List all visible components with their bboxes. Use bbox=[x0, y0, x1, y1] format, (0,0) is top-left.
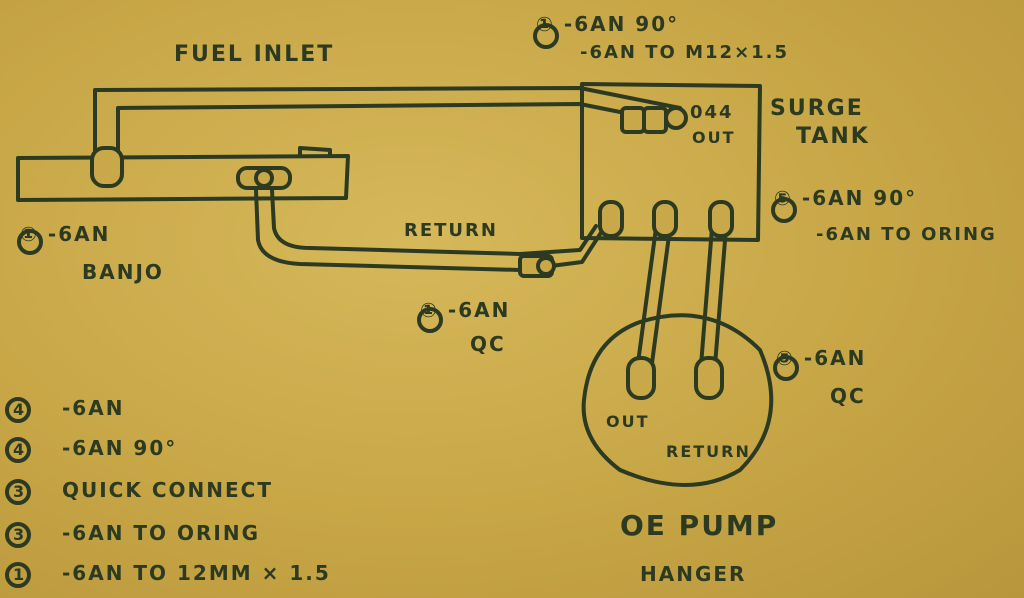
return-label: RETURN bbox=[404, 220, 498, 241]
surge-fitting-label-1: ① -6AN 90° bbox=[536, 12, 680, 36]
fuel-rail-notch bbox=[298, 146, 332, 158]
hanger-tube-out bbox=[634, 226, 672, 380]
parts-list-item-4: -6AN TO ORING bbox=[62, 521, 261, 545]
parts-list-circle-5 bbox=[5, 562, 31, 588]
callout-circle-return-90 bbox=[771, 197, 797, 223]
fuel-inlet-tube-outer bbox=[93, 86, 682, 162]
hanger-out-label: OUT bbox=[606, 412, 650, 431]
callout-circle-surge-90 bbox=[533, 23, 559, 49]
parts-list-qty-4: 3 bbox=[13, 525, 27, 544]
hanger-label: HANGER bbox=[640, 562, 747, 586]
return-quick-connect-port bbox=[536, 256, 556, 276]
banjo-label-1: ① -6AN bbox=[20, 222, 111, 246]
surge-inlet-fitting-1 bbox=[620, 106, 646, 134]
surge-port-3 bbox=[708, 200, 734, 238]
qc-right-label-2: QC bbox=[830, 384, 866, 408]
hanger-port-out bbox=[626, 356, 656, 400]
hanger-tube-return bbox=[698, 226, 728, 380]
surge-inlet-fitting-2 bbox=[642, 106, 668, 134]
surge-tank bbox=[580, 82, 762, 242]
rail-return-port bbox=[254, 168, 274, 188]
parts-list-item-3: QUICK CONNECT bbox=[62, 478, 273, 502]
surge-044-port bbox=[664, 106, 688, 130]
port-044-label: 044 bbox=[690, 102, 734, 123]
parts-list-circle-3 bbox=[5, 479, 31, 505]
fuel-inlet-label: FUEL INLET bbox=[174, 42, 335, 67]
surge-port-2 bbox=[652, 200, 678, 238]
return-fitting-label-2: -6AN TO ORING bbox=[816, 224, 997, 245]
parts-list-qty-2: 4 bbox=[13, 440, 27, 459]
parts-list-circle-1 bbox=[5, 397, 31, 423]
surge-fitting-label-2: -6AN TO M12×1.5 bbox=[580, 42, 790, 63]
surge-label: SURGE bbox=[770, 96, 864, 121]
callout-circle-qc-right bbox=[773, 355, 799, 381]
qc-small-label-1: ① -6AN bbox=[420, 298, 511, 322]
parts-list-item-1: -6AN bbox=[62, 396, 125, 420]
hanger-port-return bbox=[694, 356, 724, 400]
return-fitting-label-1: ⑤ -6AN 90° bbox=[774, 186, 918, 210]
parts-list-circle-2 bbox=[5, 437, 31, 463]
parts-list-qty-1: 4 bbox=[13, 400, 27, 419]
return-tube-outer bbox=[254, 188, 606, 272]
pump-hanger bbox=[581, 313, 774, 487]
parts-list-qty-3: 3 bbox=[13, 482, 27, 501]
port-out-label: OUT bbox=[692, 128, 736, 147]
fuel-inlet-tube-inner bbox=[116, 102, 682, 162]
parts-list-item-5: -6AN TO 12MM × 1.5 bbox=[62, 561, 331, 585]
parts-list-item-2: -6AN 90° bbox=[62, 436, 178, 460]
tank-label: TANK bbox=[796, 124, 870, 149]
surge-port-1 bbox=[598, 200, 624, 238]
callout-circle-qc-small bbox=[417, 307, 443, 333]
fuel-rail bbox=[16, 154, 350, 202]
return-tube-inner bbox=[270, 188, 598, 256]
banjo-fitting bbox=[90, 146, 124, 188]
parts-list-qty-5: 1 bbox=[13, 565, 27, 584]
qc-small-label-2: QC bbox=[470, 332, 506, 356]
oe-pump-label: OE PUMP bbox=[620, 509, 779, 542]
parts-list-circle-4 bbox=[5, 522, 31, 548]
callout-circle-banjo bbox=[17, 229, 43, 255]
hanger-return-label: RETURN bbox=[666, 442, 751, 461]
banjo-label-2: BANJO bbox=[82, 260, 164, 284]
qc-right-label-1: ⑤ -6AN bbox=[776, 346, 867, 370]
